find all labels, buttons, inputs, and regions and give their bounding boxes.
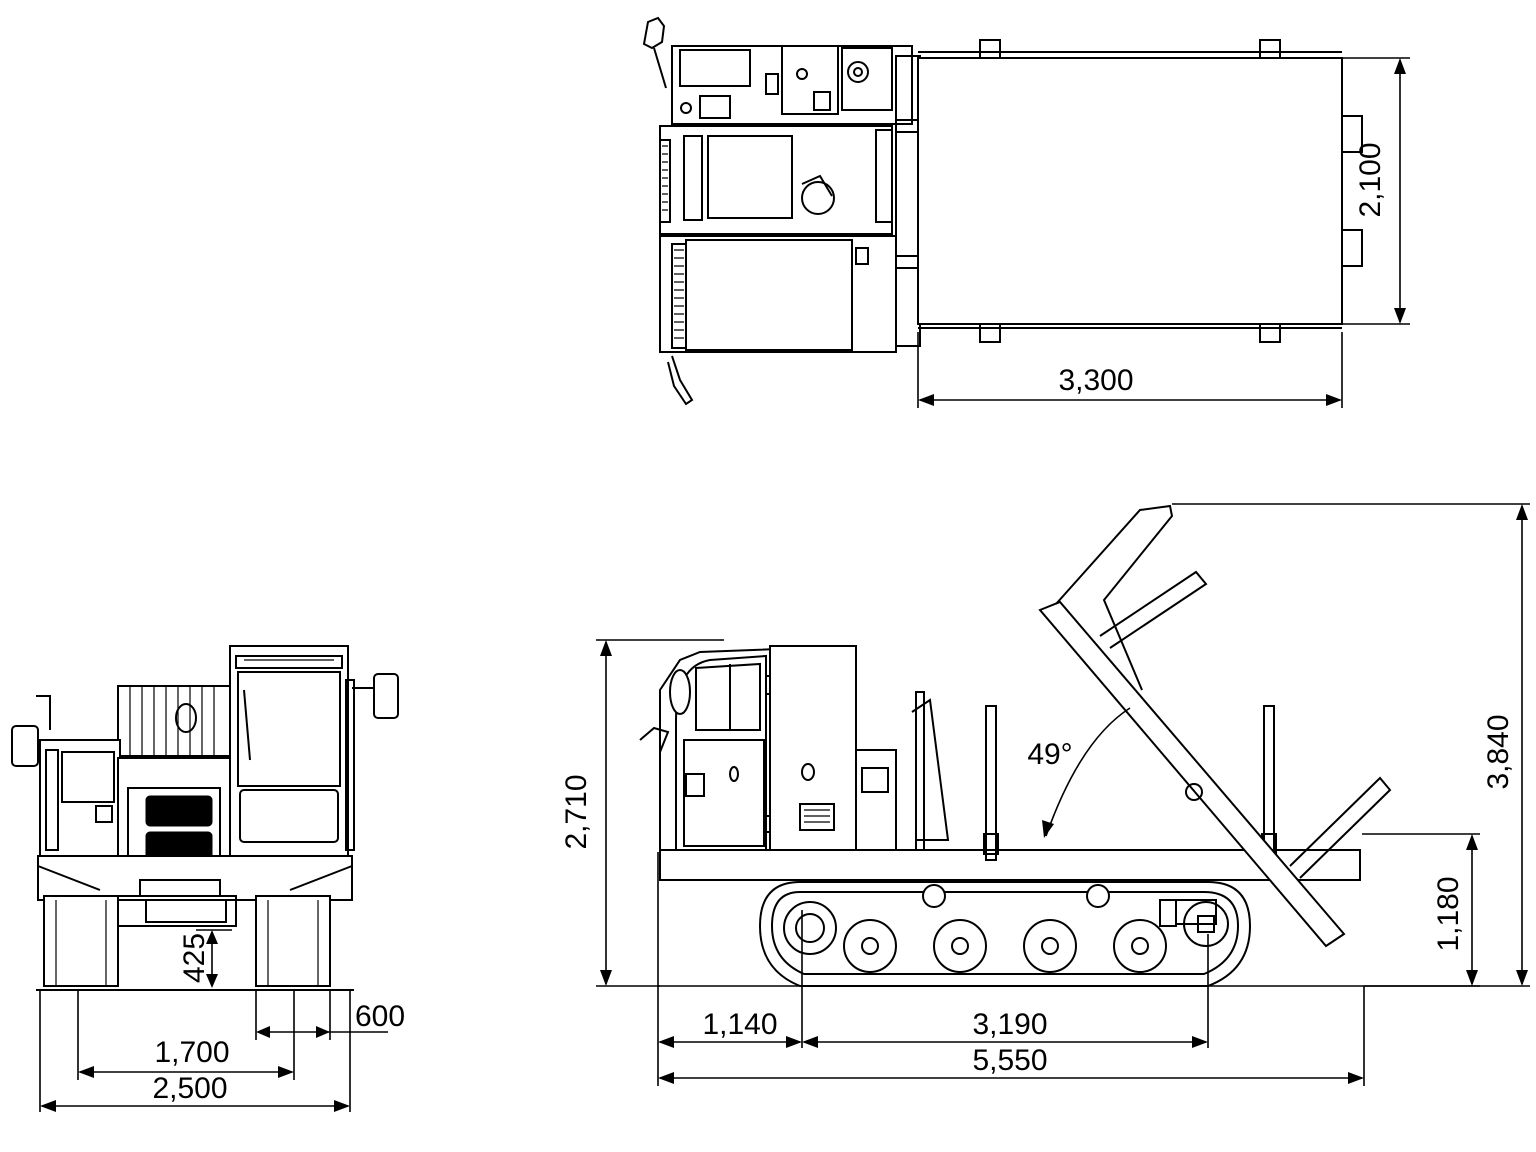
plan-bed-length-label: 3,300 (1058, 364, 1133, 397)
front-view: 425 600 1,700 2,500 (11, 645, 405, 1112)
plan-bed-width-label: 2,100 (1354, 142, 1387, 217)
side-front-to-sprocket-label: 1,140 (702, 1008, 777, 1041)
side-dump-angle-label: 49° (1027, 738, 1072, 771)
side-overall-height-label: 2,710 (560, 774, 593, 849)
plan-view: 3,300 2,100 (642, 16, 1410, 408)
side-overall-length-label: 5,550 (972, 1044, 1047, 1077)
side-tumbler-distance-label: 3,190 (972, 1008, 1047, 1041)
front-ground-clearance-label: 425 (178, 933, 211, 983)
front-track-gauge-label: 1,700 (154, 1036, 229, 1069)
side-bed-height-label: 1,180 (1432, 876, 1465, 951)
side-view: 49° 2,710 3,840 1,180 1,140 3,190 (560, 503, 1530, 1086)
front-overall-width-label: 2,500 (152, 1072, 227, 1105)
side-max-dump-height-label: 3,840 (1482, 714, 1515, 789)
front-track-width-label: 600 (355, 1000, 405, 1033)
